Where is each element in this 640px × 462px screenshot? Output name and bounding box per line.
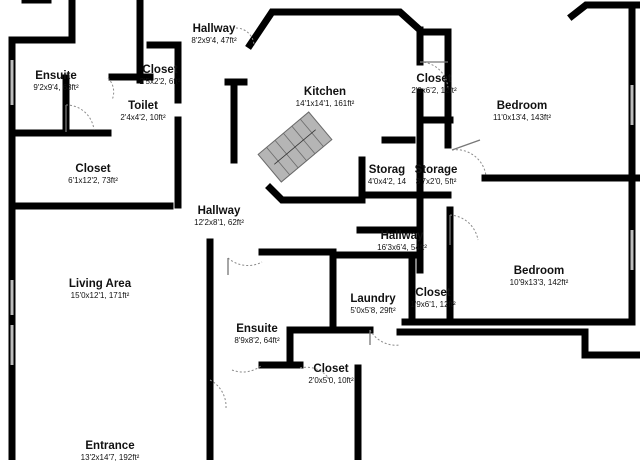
room-label-kitchen: Kitchen 14'1x14'1, 161ft² xyxy=(295,86,355,109)
room-label-entrance: Entrance 13'2x14'7, 192ft² xyxy=(80,440,140,462)
door-closet-bottom xyxy=(299,366,331,381)
room-label-ensuite-mid: Ensuite 8'9x8'2, 64ft² xyxy=(234,323,280,346)
room-label-storage-1: Storag 4'0x4'2, 14 xyxy=(367,164,407,187)
door-laundry xyxy=(369,329,401,346)
room-label-storage-2: Storage 3'7x2'0, 5ft² xyxy=(414,164,458,187)
walls xyxy=(8,0,640,460)
room-label-closet-left: Closet 6'1x12'2, 73ft² xyxy=(68,163,118,186)
door-toilet xyxy=(107,77,115,101)
door-storage xyxy=(451,149,487,177)
door-hallway-top xyxy=(235,27,255,47)
room-label-closet-kitchen: Closet 2'0x6'2, 12ft² xyxy=(411,73,457,96)
room-label-hallway-top: Hallway 8'2x9'4, 47ft² xyxy=(191,23,237,46)
room-label-closet-top-small: Closet 2'5x2'2, 6ft² xyxy=(139,64,181,87)
wall-top-right-corner xyxy=(567,1,640,21)
room-label-closet-laundry: Closet 1'9x6'1, 12ft² xyxy=(410,287,456,310)
room-label-bedroom-top: Bedroom 11'0x13'4, 143ft² xyxy=(492,100,552,123)
staircase xyxy=(257,111,333,183)
room-label-hallway-right: Hallway 16'3x6'4, 54ft² xyxy=(377,230,427,253)
door-lines xyxy=(65,61,481,345)
door-bedroom-right xyxy=(449,214,479,241)
door-entrance xyxy=(209,379,227,409)
room-label-ensuite-top: Ensuite 9'2x9'4, 63ft² xyxy=(33,70,79,93)
room-label-bedroom-right: Bedroom 10'9x13'3, 142ft² xyxy=(509,265,569,288)
door-ensuite-mid xyxy=(231,364,263,373)
stair-arrow xyxy=(274,129,316,165)
door-hallway-mid xyxy=(227,257,263,267)
room-label-closet-bottom: Closet 2'0x5'0, 10ft² xyxy=(308,363,354,386)
room-label-hallway-mid: Hallway 12'2x8'1, 62ft² xyxy=(194,205,244,228)
room-label-living-area: Living Area 15'0x12'1, 171ft² xyxy=(68,278,132,301)
room-label-laundry: Laundry 5'0x5'8, 29ft² xyxy=(350,293,396,316)
wall-kitchen-bottom xyxy=(265,183,366,204)
door-ensuite-top xyxy=(65,104,95,131)
room-label-toilet: Toilet 2'4x4'2, 10ft² xyxy=(120,100,166,123)
windows xyxy=(10,60,634,365)
wall-kitchen-top xyxy=(245,8,425,50)
door-leaf-3 xyxy=(451,139,481,151)
